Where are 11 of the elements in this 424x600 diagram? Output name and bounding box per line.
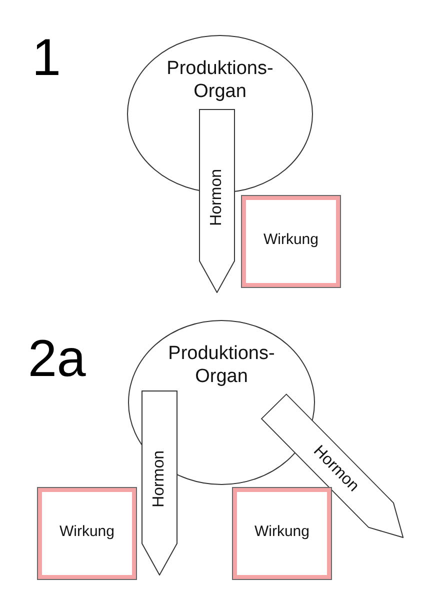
organ-label: Produktions- Organ (166, 57, 274, 103)
figure-number: 1 (32, 32, 61, 84)
effect-label: Wirkung (58, 523, 116, 540)
hormone-label: Hormon (207, 169, 226, 226)
effect-label: Wirkung (253, 523, 310, 540)
effect-box (241, 195, 341, 288)
hormone-label: Hormon (149, 450, 168, 508)
effect-box (37, 487, 137, 580)
organ-label: Produktions- Organ (167, 342, 276, 388)
figure-number: 2a (28, 333, 86, 385)
effect-label: Wirkung (262, 231, 320, 248)
